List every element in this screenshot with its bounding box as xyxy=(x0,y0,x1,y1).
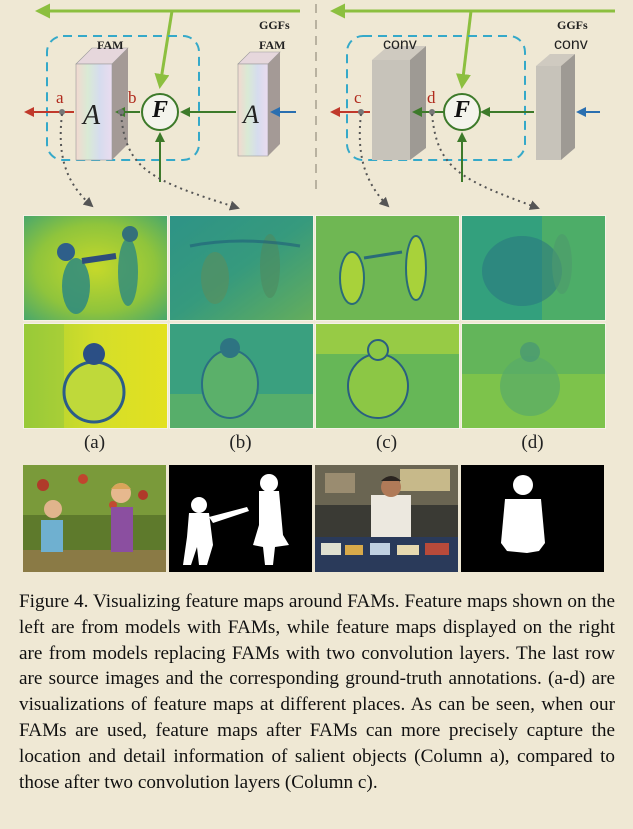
feature-map-a-row2 xyxy=(23,323,168,429)
conv-inner-label: conv xyxy=(383,36,417,53)
fam-glyph-outer: A xyxy=(243,100,259,129)
fam-outer-label: FAM xyxy=(259,38,286,52)
fam-glyph-inner: A xyxy=(83,100,101,131)
feature-map-c-row1 xyxy=(315,215,460,321)
conv-outer-label: conv xyxy=(554,36,588,53)
fuse-glyph-right: F xyxy=(454,97,471,123)
point-label-d: d xyxy=(427,88,436,107)
left-diagram xyxy=(24,3,300,211)
column-label-c: (c) xyxy=(375,432,398,453)
ggfs-label-left: GGFs xyxy=(259,18,290,32)
ground-truth-man xyxy=(461,465,604,572)
point-label-b: b xyxy=(128,88,137,107)
feature-map-b-row2 xyxy=(169,323,314,429)
fuse-glyph-left: F xyxy=(152,97,169,123)
point-label-c: c xyxy=(354,88,362,107)
source-image-children xyxy=(23,465,166,572)
caption-text: Visualizing feature maps around FAMs. Fe… xyxy=(19,591,615,793)
feature-map-b-row1 xyxy=(169,215,314,321)
ggfs-label-right: GGFs xyxy=(557,18,588,32)
right-diagram xyxy=(330,3,615,210)
column-label-d: (d) xyxy=(521,432,544,453)
caption-label: Figure 4. xyxy=(19,591,89,612)
source-image-man-at-table xyxy=(315,465,458,572)
ground-truth-children xyxy=(169,465,312,572)
figure-caption: Figure 4. Visualizing feature maps aroun… xyxy=(19,589,615,795)
feature-map-d-row2 xyxy=(461,323,606,429)
feature-map-c-row2 xyxy=(315,323,460,429)
point-label-a: a xyxy=(56,88,64,107)
feature-map-d-row1 xyxy=(461,215,606,321)
architecture-diagram xyxy=(24,3,615,211)
column-label-a: (a) xyxy=(83,432,106,453)
column-label-b: (b) xyxy=(229,432,252,453)
feature-map-a-row1 xyxy=(23,215,168,321)
fam-inner-label: FAM xyxy=(97,38,124,52)
